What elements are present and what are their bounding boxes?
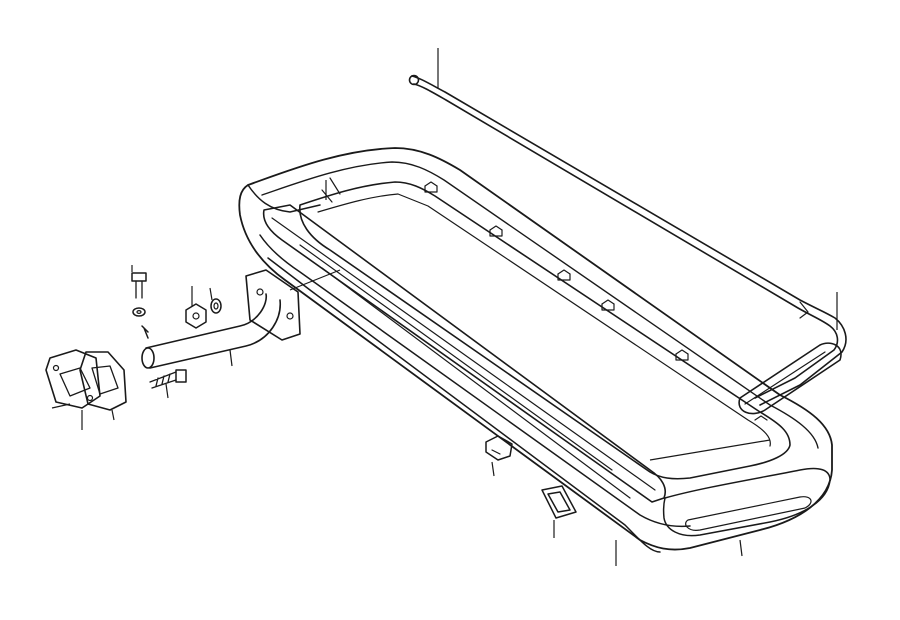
bolt <box>131 272 147 299</box>
retainer <box>541 485 577 519</box>
bumper-rubber-strip <box>262 204 666 503</box>
flange-gasket <box>79 351 127 411</box>
lock-washer <box>141 325 149 339</box>
mounting-plate <box>245 269 301 341</box>
clip <box>485 435 513 461</box>
callout-lines <box>51 48 838 566</box>
nut <box>185 303 207 329</box>
lock-washer <box>210 298 222 314</box>
flange-plate <box>45 349 101 409</box>
bumper-support-bar <box>408 74 847 415</box>
mounting-bracket-tube <box>141 293 281 369</box>
washer <box>132 307 146 317</box>
screw <box>149 369 187 389</box>
rear-bumper-shell <box>238 147 833 553</box>
